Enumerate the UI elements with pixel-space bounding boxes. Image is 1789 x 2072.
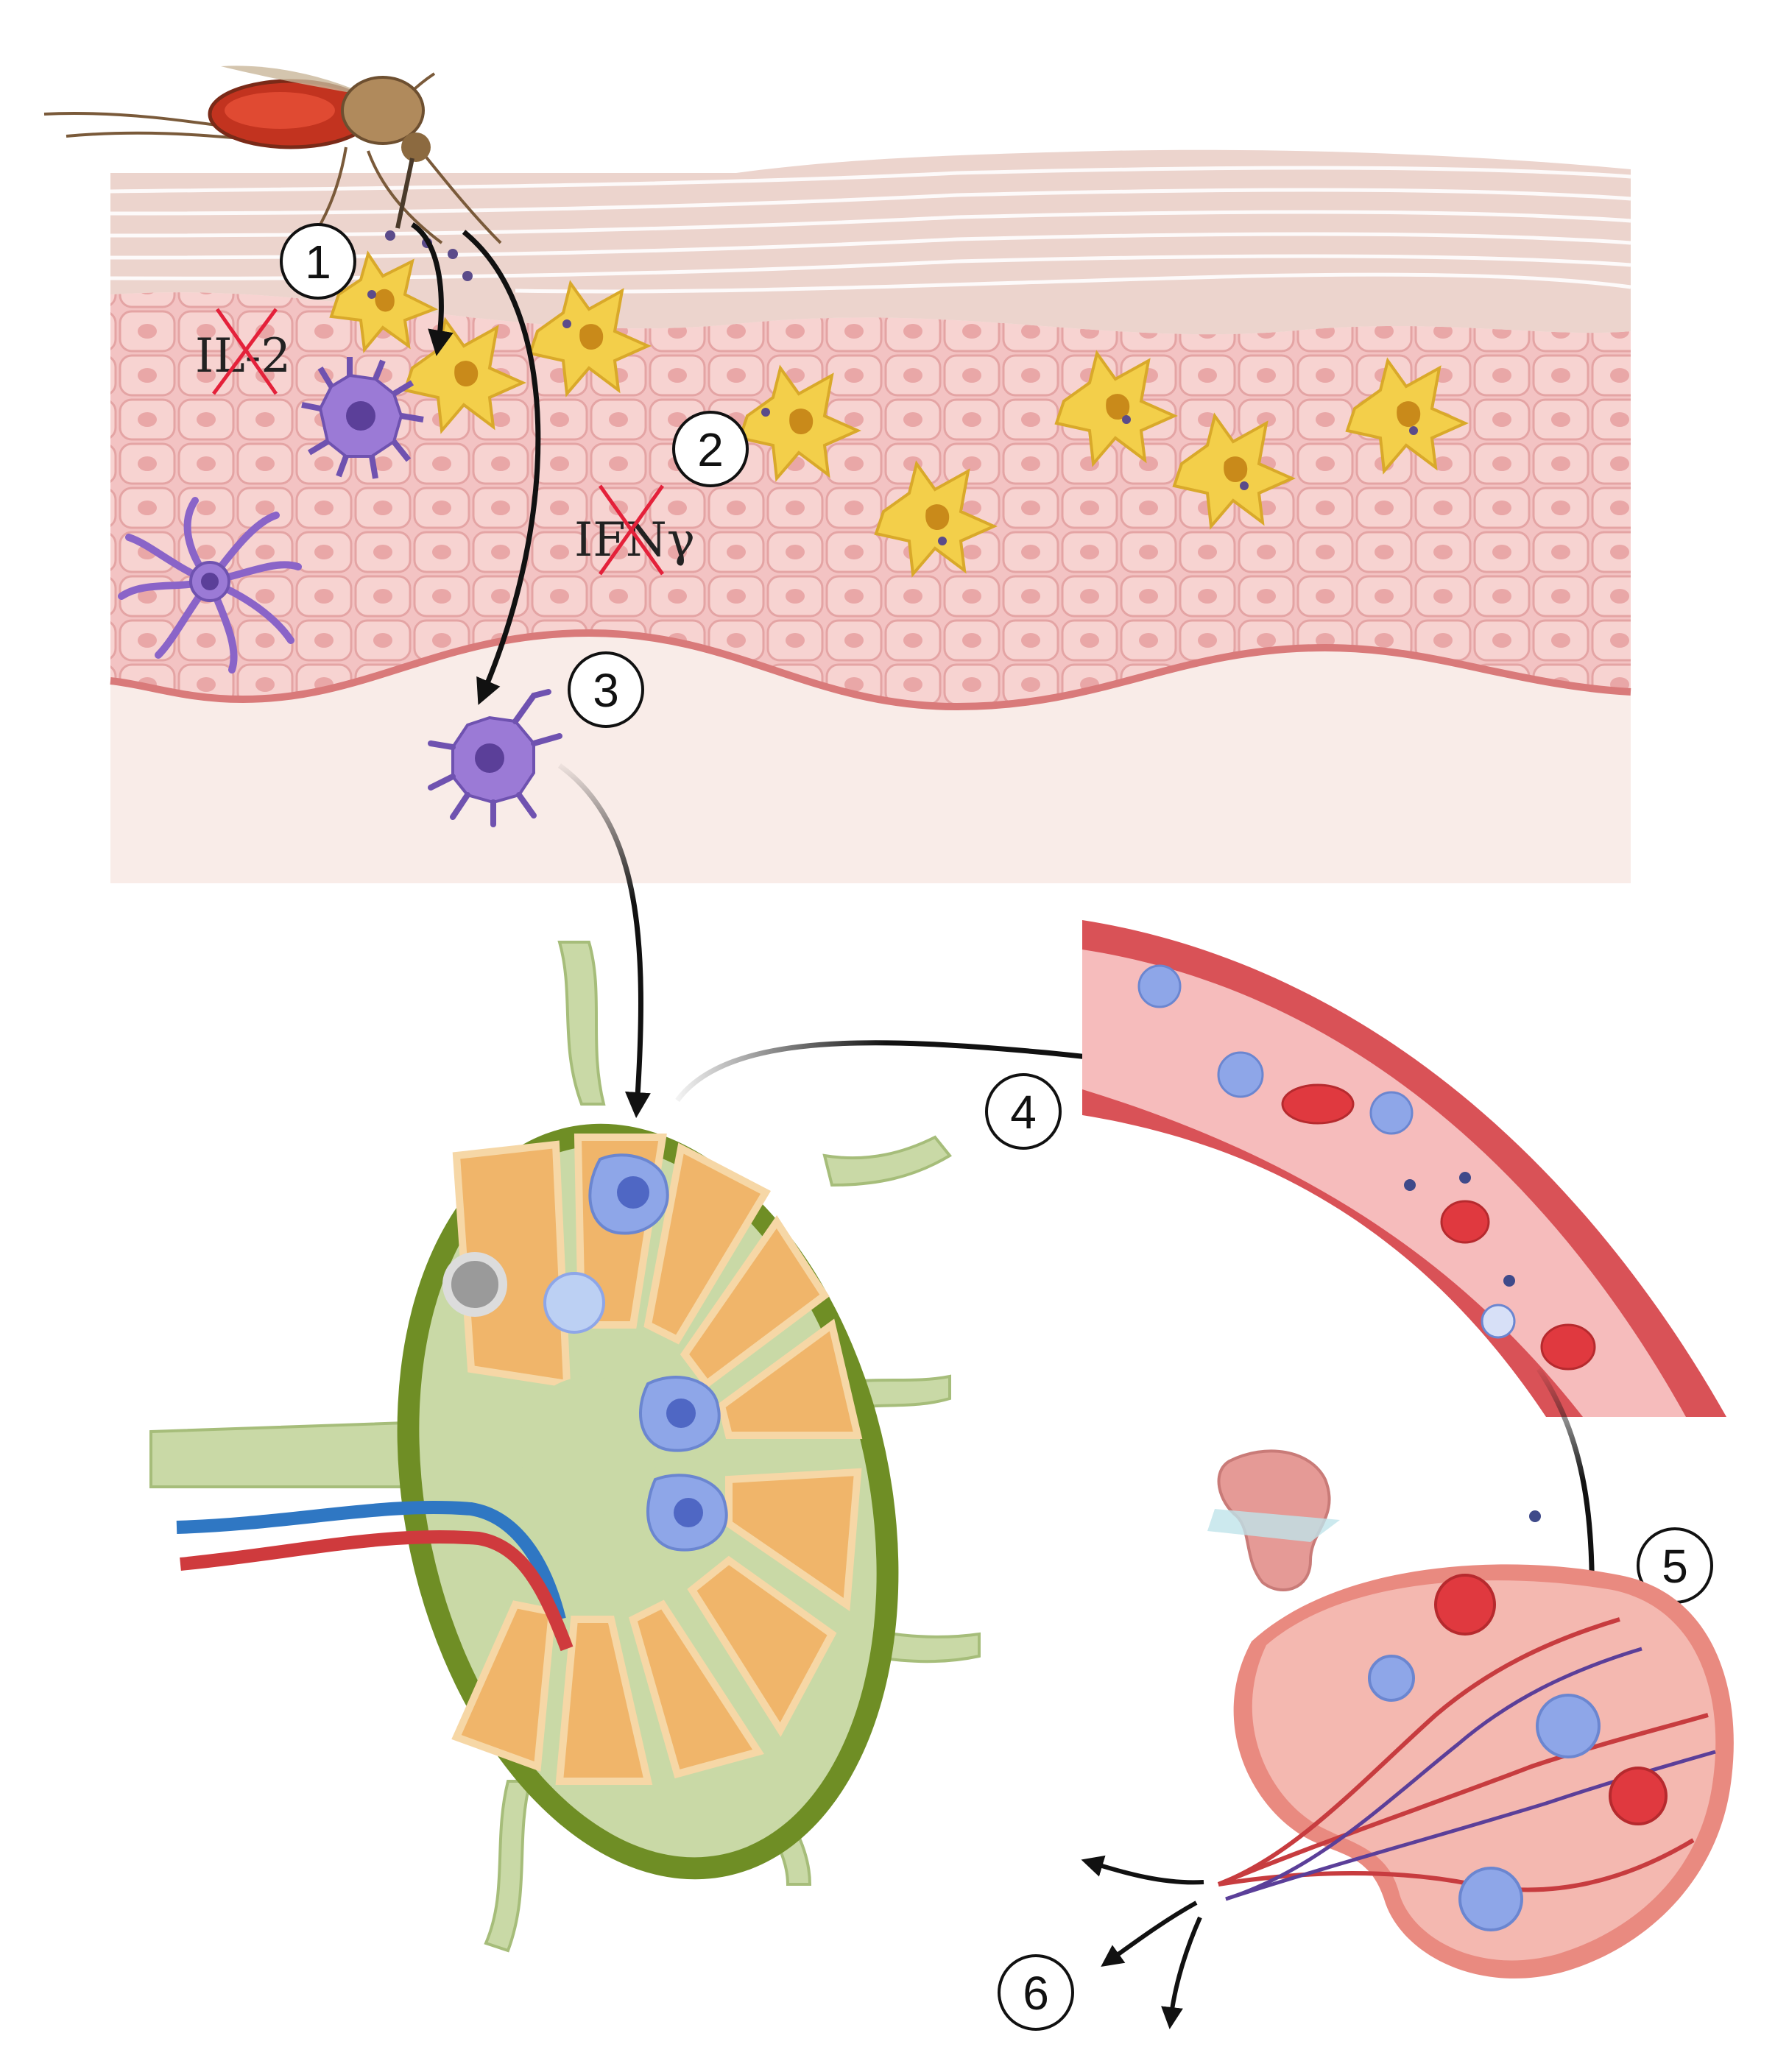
- skin-section: [43, 66, 1631, 883]
- ifng-blocked: IFNγ: [574, 484, 695, 576]
- il2-blocked: IL-2: [195, 308, 291, 395]
- step-2-label: 2: [697, 423, 724, 476]
- red-blood-cell-icon: [1281, 1083, 1596, 1371]
- arrow-to-langerhans: [410, 222, 454, 356]
- step-6-marker: 6: [998, 1954, 1074, 2031]
- langerhans-cell-icon: [329, 250, 1469, 578]
- red-cross: [211, 308, 278, 395]
- step-6-label: 6: [1023, 1967, 1049, 2020]
- step-5-label: 5: [1662, 1540, 1688, 1593]
- step-1-marker: 1: [280, 223, 356, 300]
- basement-membrane: [110, 629, 1631, 711]
- step-4-label: 4: [1010, 1086, 1037, 1139]
- arrow-to-lymph-node: [557, 763, 651, 1118]
- step-3-marker: 3: [568, 651, 644, 728]
- step-1-label: 1: [305, 236, 331, 289]
- ifng-label: IFNγ: [574, 513, 695, 567]
- lymph-node-icon: [149, 941, 981, 1953]
- dendritic-cell-icon: [118, 357, 562, 827]
- red-cross: [598, 484, 665, 576]
- mosquito-icon: [43, 66, 502, 244]
- macrophage-icon: [588, 1153, 728, 1552]
- step-4-marker: 4: [985, 1073, 1062, 1150]
- arrow-to-dermis: [462, 230, 541, 705]
- step-2-marker: 2: [672, 411, 749, 487]
- spread-arrows: [1081, 1855, 1204, 2029]
- step-3-label: 3: [593, 664, 619, 717]
- blood-vessel: [1082, 920, 1726, 1417]
- epidermis-layer: [110, 292, 1631, 707]
- spleen-icon: [1207, 1449, 1734, 1979]
- virus-particle: [1529, 1510, 1541, 1522]
